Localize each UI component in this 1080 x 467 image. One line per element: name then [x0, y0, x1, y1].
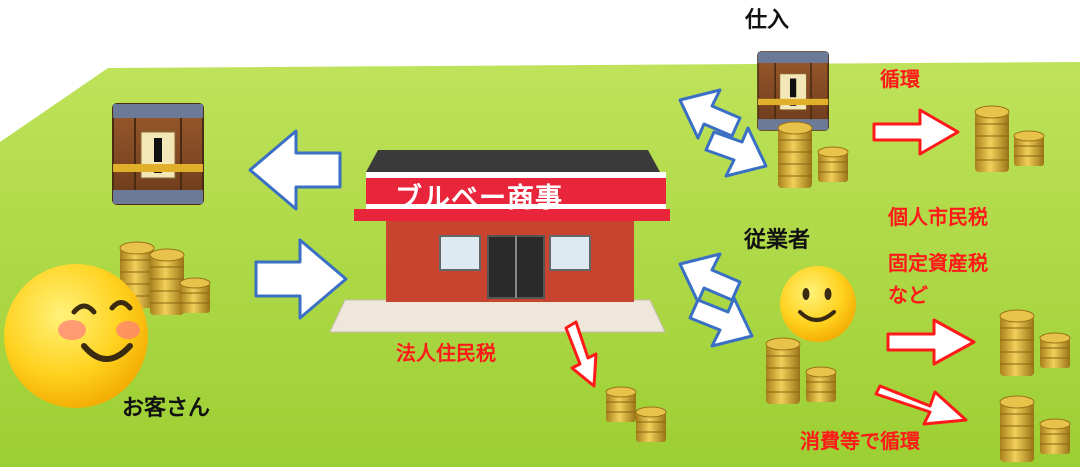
- shop-sign: ブルベー商事: [395, 183, 563, 214]
- treasure-box-icon: [757, 51, 829, 131]
- personal-tax-line2: 固定資産税: [888, 251, 988, 275]
- customer-label: お客さん: [122, 396, 211, 421]
- smiley-face-icon: [780, 266, 856, 342]
- smiley-face-icon: [4, 264, 148, 408]
- personal-tax-line1: 個人市民税: [888, 205, 988, 229]
- corporate-tax-label: 法人住民税: [396, 341, 496, 365]
- employee-label: 従業者: [744, 228, 811, 253]
- treasure-box-icon: [112, 103, 204, 205]
- purchase-label: 仕入: [745, 8, 790, 33]
- circulate-label: 循環: [880, 67, 920, 91]
- shop-building-icon: [329, 150, 670, 333]
- personal-tax-line3: など: [888, 283, 928, 307]
- blue-arrow-icon: [248, 88, 768, 348]
- consumption-label: 消費等で循環: [800, 429, 920, 453]
- red-arrow-icon: [564, 108, 976, 426]
